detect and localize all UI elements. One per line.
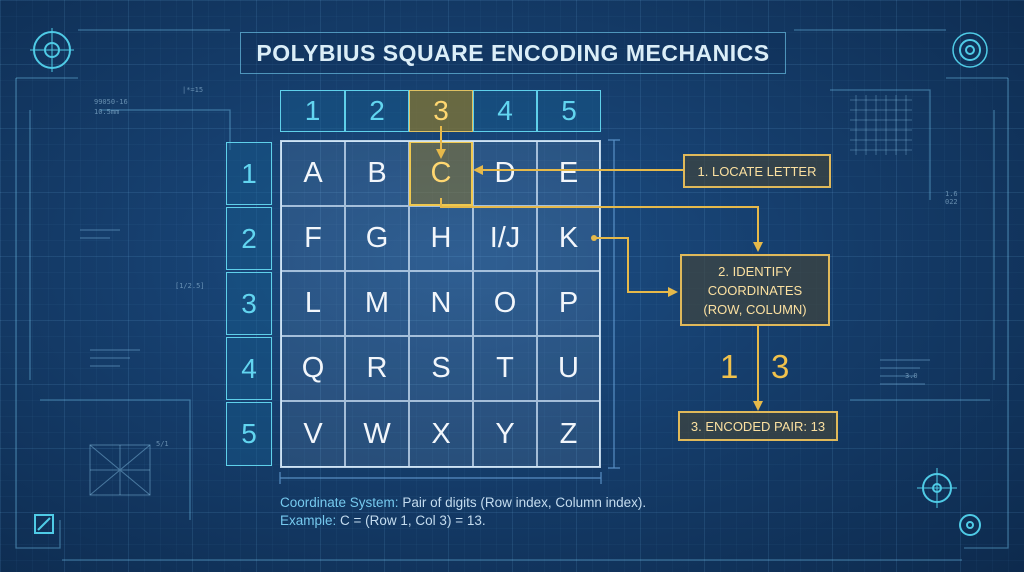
column-header-5: 5 [537,90,601,132]
decor-label: 99050-16 [94,98,128,106]
grid-cell: M [345,271,409,336]
grid-cell: Z [537,401,600,467]
step-label-line: 2. IDENTIFY [718,263,792,279]
step-label: 1. LOCATE LETTER [697,163,817,179]
grid-cell: S [409,336,473,401]
caption-key: Coordinate System: [280,495,399,510]
decor-label: 1.6 [945,190,958,198]
step-encoded-pair: 3. ENCODED PAIR: 13 [678,411,838,441]
grid-cell: I/J [473,206,537,271]
coordinate-column-digit: 3 [771,348,790,385]
row-header-4: 4 [226,337,272,400]
grid-cell: L [281,271,345,336]
caption-key: Example: [280,513,337,528]
step-label-line: (ROW, COLUMN) [703,301,807,317]
decor-label: [1/2.5] [175,282,205,290]
row-header-3: 3 [226,272,272,335]
grid-cell: B [345,141,409,206]
decor-label: |*=15 [182,86,204,94]
row-header-1: 1 [226,142,272,205]
step-label-line: COORDINATES [707,282,803,298]
decor-label: 5/1 [156,440,169,448]
grid-cell: N [409,271,473,336]
row-header-5: 5 [226,402,272,466]
coordinate-row-digit: 1 [720,348,739,385]
caption-line-2: Example: C = (Row 1, Col 3) = 13. [280,513,486,528]
caption-text: C = (Row 1, Col 3) = 13. [336,513,486,528]
caption-text: Pair of digits (Row index, Column index)… [398,495,647,510]
column-header-4: 4 [473,90,537,132]
grid-cell: Y [473,401,537,467]
row-header-2: 2 [226,207,272,270]
step-label: 3. ENCODED PAIR: 13 [690,418,826,434]
grid-cell: T [473,336,537,401]
grid-cell: X [409,401,473,467]
grid-cell: D [473,141,537,206]
step-identify-coordinates: 2. IDENTIFY COORDINATES (ROW, COLUMN) [680,254,830,326]
grid-cell: R [345,336,409,401]
grid-cell: P [537,271,600,336]
caption-line-1: Coordinate System: Pair of digits (Row i… [280,495,646,510]
step-locate-letter: 1. LOCATE LETTER [683,154,831,188]
column-header-3: 3 [409,90,473,132]
column-header-2: 2 [345,90,409,132]
grid-cell: O [473,271,537,336]
decor-label: 022 [945,198,958,206]
grid-cell: H [409,206,473,271]
grid-cell: G [345,206,409,271]
page-title: POLYBIUS SQUARE ENCODING MECHANICS [240,32,786,74]
decor-label: 3.0 [905,372,918,380]
decor-label: 10.5mm [94,108,120,116]
grid-cell: U [537,336,600,401]
grid-cell: F [281,206,345,271]
grid-cell: E [537,141,600,206]
column-header-1: 1 [280,90,345,132]
